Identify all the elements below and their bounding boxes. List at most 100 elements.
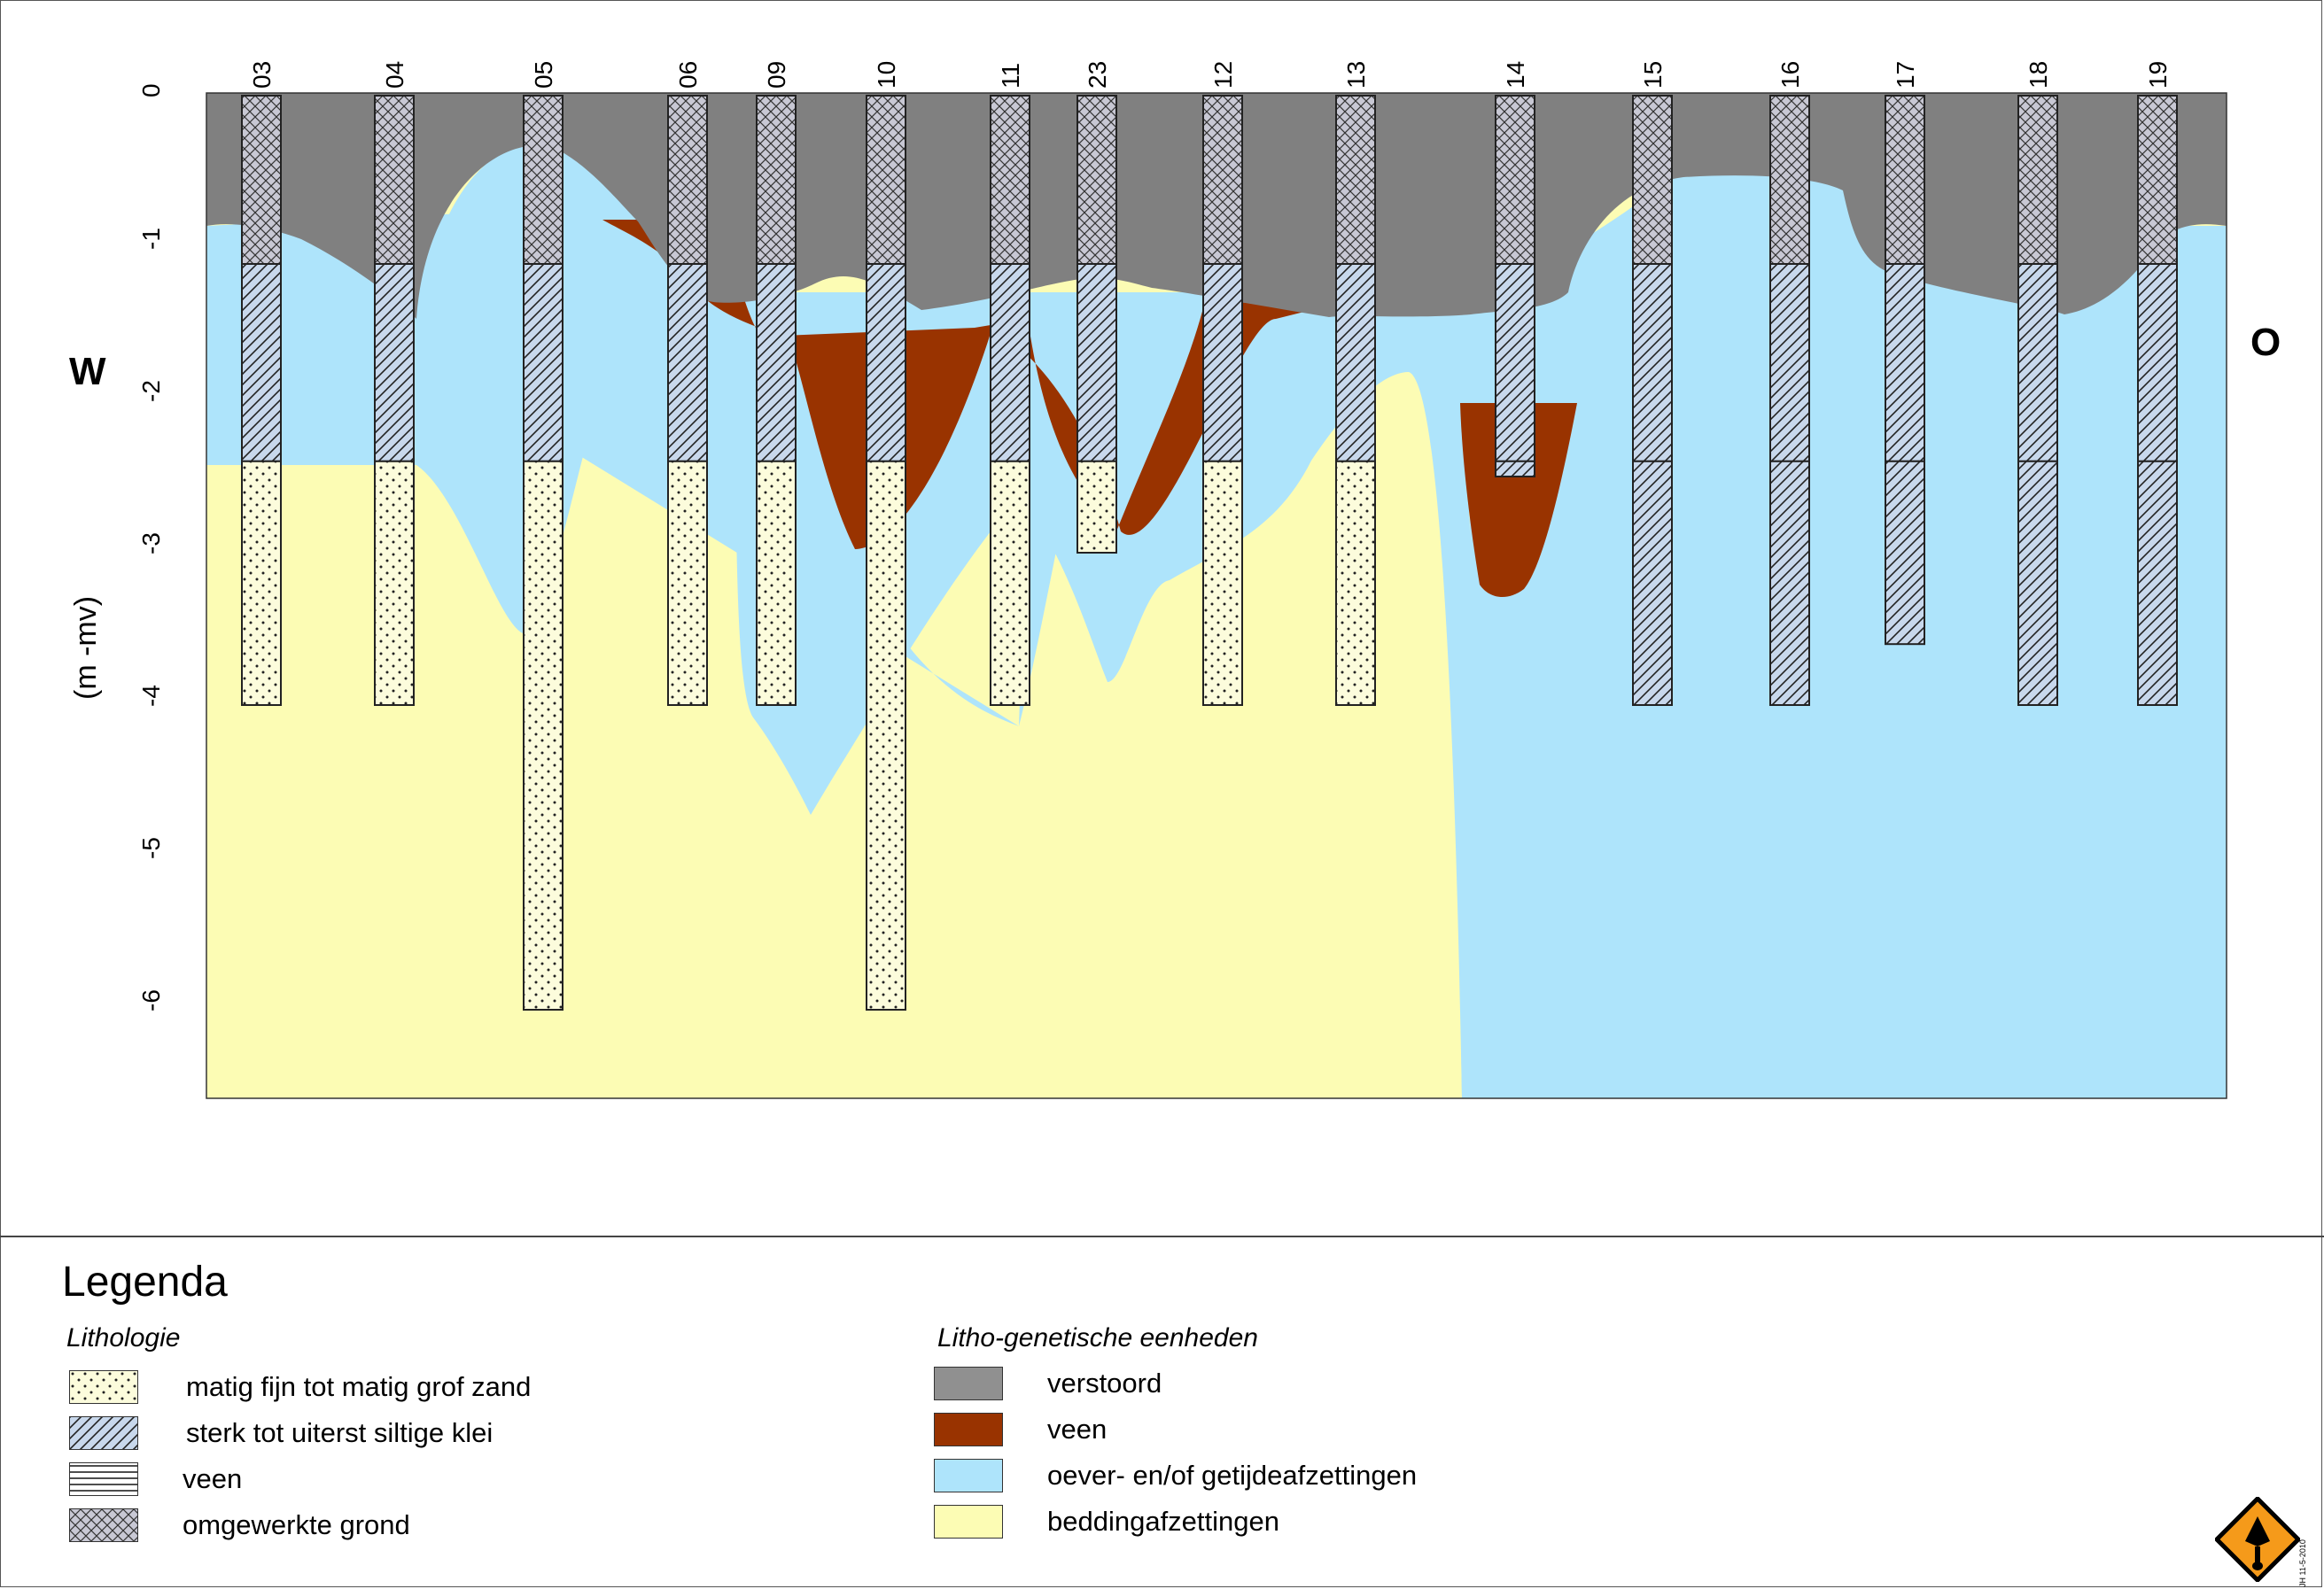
bedding-swatch [934, 1505, 1003, 1539]
borehole-layer [241, 95, 282, 265]
west-label: W [69, 350, 106, 393]
units-heading: Litho-genetische eenheden [937, 1323, 1258, 1353]
borehole-layer [990, 95, 1030, 265]
borehole-layer [1202, 263, 1243, 462]
borehole-layer [756, 460, 797, 706]
depth-tick: -6 [137, 989, 165, 1012]
legend-label: verstoord [1047, 1368, 1162, 1399]
borehole-label: 04 [381, 61, 408, 89]
veen-pattern-swatch [69, 1462, 138, 1496]
borehole-layer [667, 460, 708, 706]
borehole-16: 16 [1769, 61, 1810, 706]
borehole-label: 19 [2144, 61, 2172, 89]
borehole-layer [523, 263, 564, 462]
borehole-layer [1769, 263, 1810, 462]
borehole-label: 14 [1502, 61, 1529, 89]
borehole-layer [2137, 95, 2178, 265]
borehole-layer [1495, 95, 1535, 265]
logo-date: JH 11-5-2010 [2298, 1539, 2307, 1587]
legend-item-bedding: beddingafzettingen [934, 1503, 1279, 1540]
east-label: O [2250, 321, 2281, 364]
borehole-layer [1769, 460, 1810, 706]
borehole-layer [756, 263, 797, 462]
legend-item-veen-unit: veen [934, 1411, 1107, 1448]
borehole-layer [2017, 263, 2058, 462]
legend-item-veen-lith: veen [69, 1461, 242, 1498]
borehole-10: 10 [866, 61, 906, 1011]
depth-tick: -5 [137, 837, 165, 859]
borehole-label: 17 [1892, 61, 1919, 89]
svg-text:-1: -1 [137, 228, 165, 250]
legend-label: sterk tot uiterst siltige klei [186, 1417, 494, 1448]
borehole-label: 05 [530, 61, 557, 89]
svg-text:-5: -5 [137, 837, 165, 859]
borehole-layer [374, 95, 415, 265]
borehole-layer [1335, 460, 1376, 706]
borehole-label: 15 [1639, 61, 1667, 89]
borehole-layer [523, 460, 564, 1011]
section-border [206, 92, 2227, 1099]
borehole-layer [374, 263, 415, 462]
borehole-11: 11 [990, 63, 1030, 706]
depth-tick: -1 [137, 228, 165, 250]
borehole-layer [1077, 460, 1117, 554]
svg-text:0: 0 [137, 83, 165, 97]
borehole-layer [241, 460, 282, 706]
borehole-19: 19 [2137, 61, 2178, 706]
borehole-layer [1885, 95, 1925, 265]
borehole-layer [1335, 263, 1376, 462]
borehole-layer [1769, 95, 1810, 265]
borehole-layer [1632, 95, 1673, 265]
borehole-layer [1885, 460, 1925, 646]
borehole-layer [523, 95, 564, 265]
borehole-layer [374, 460, 415, 706]
borehole-17: 17 [1885, 61, 1925, 646]
borehole-layer [866, 95, 906, 265]
legend-item-verstoord: verstoord [934, 1365, 1162, 1402]
borehole-14: 14 [1495, 61, 1535, 477]
borehole-06: 06 [667, 61, 708, 706]
borehole-layer [2137, 263, 2178, 462]
borehole-layer [241, 263, 282, 462]
depth-tick: -3 [137, 532, 165, 554]
lithology-heading: Lithologie [66, 1323, 181, 1353]
sand-pattern-swatch [69, 1370, 138, 1404]
depth-tick: 0 [137, 83, 165, 97]
unit-veen-2 [1460, 403, 1577, 598]
borehole-label: 11 [997, 63, 1024, 89]
borehole-layer [1077, 95, 1117, 265]
borehole-layer [1202, 95, 1243, 265]
legend-label: matig fijn tot matig grof zand [186, 1371, 532, 1402]
legend-item-oever: oever- en/of getijdeafzettingen [934, 1457, 1417, 1494]
borehole-label: 03 [248, 61, 276, 89]
klei-pattern-swatch [69, 1416, 138, 1450]
borehole-layer [2017, 95, 2058, 265]
legend-divider [0, 1236, 2324, 1237]
depth-tick: -4 [137, 685, 165, 707]
borehole-label: 10 [873, 61, 900, 89]
svg-text:-4: -4 [137, 685, 165, 707]
depth-axis: 0 -1 -2 -3 -4 -5 -6 [137, 83, 165, 1012]
borehole-label: 23 [1084, 61, 1111, 89]
unit-veen-1 [602, 220, 1329, 549]
borehole-layer [990, 263, 1030, 462]
borehole-23: 23 [1077, 61, 1117, 554]
svg-text:-6: -6 [137, 989, 165, 1012]
legend-label: veen [1047, 1414, 1108, 1445]
svg-text:-2: -2 [137, 380, 165, 402]
borehole-04: 04 [374, 61, 415, 706]
borehole-layer [1202, 460, 1243, 706]
borehole-layer [866, 263, 906, 462]
unit-oever [206, 142, 2227, 1098]
borehole-layer [2017, 460, 2058, 706]
legend-label: omgewerkte grond [183, 1509, 410, 1540]
veen-swatch [934, 1413, 1003, 1446]
borehole-layer [1495, 263, 1535, 462]
borehole-layer [1632, 263, 1673, 462]
borehole-layer [667, 263, 708, 462]
borehole-layer [1335, 95, 1376, 265]
borehole-layer [1885, 263, 1925, 462]
legend-label: beddingafzettingen [1047, 1506, 1280, 1537]
svg-text:-3: -3 [137, 532, 165, 554]
